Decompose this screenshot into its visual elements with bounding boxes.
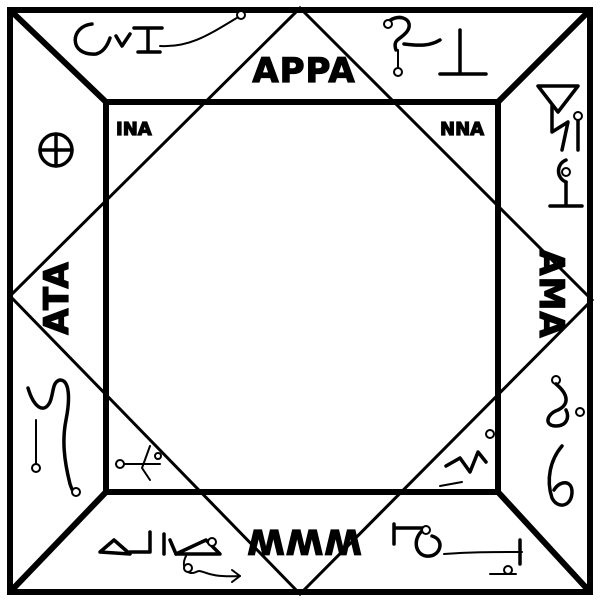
small-zigzag-sigil-icon (440, 430, 494, 486)
triangle-chain-sigil-icon (100, 532, 240, 582)
corner-connectors (10, 10, 590, 592)
curved-hook-sigil-icon (28, 380, 80, 496)
label-top: APPA (252, 51, 355, 91)
circled-cross-icon (40, 134, 72, 166)
small-arrow-sigil-icon (116, 446, 161, 480)
curl-sigils-icon (548, 376, 584, 505)
script-sigil-top-left-icon (75, 11, 245, 54)
inner-square (106, 102, 498, 492)
label-left: ATA (37, 261, 77, 335)
triangle-hook-sigil-icon (538, 86, 582, 206)
script-sigil-top-right-icon (384, 17, 486, 76)
label-corner-top-left: INA (116, 119, 152, 140)
label-corner-top-right: NNA (440, 119, 484, 140)
bar-chain-sigil-icon (394, 524, 522, 574)
label-bottom: WWW (246, 521, 362, 561)
label-right: AMA (531, 249, 571, 338)
